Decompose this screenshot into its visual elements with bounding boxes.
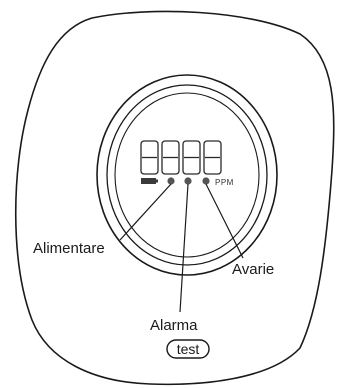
alarm-led: [184, 177, 192, 185]
digit-3: [182, 140, 201, 175]
digit-1: [140, 140, 159, 175]
battery-icon: [141, 178, 158, 184]
digit-4: [203, 140, 222, 175]
power-label: Alimentare: [33, 240, 105, 257]
test-button[interactable]: test: [166, 339, 210, 359]
alarm-leader-line: [179, 183, 189, 313]
housing-outline: [14, 10, 335, 386]
bezel-inner-ring: [114, 92, 260, 258]
bezel-outer-ring: [96, 74, 278, 276]
fault-led: [202, 177, 210, 185]
test-button-label[interactable]: test: [177, 341, 200, 357]
fault-label: Avarie: [232, 261, 274, 278]
fault-leader-line: [205, 183, 244, 259]
digit-2: [161, 140, 180, 175]
digit-display: [140, 140, 222, 175]
ppm-unit-label: PPM: [215, 178, 234, 187]
power-led: [167, 177, 175, 185]
bezel-middle-ring: [106, 84, 268, 266]
alarm-label: Alarma: [150, 317, 198, 334]
power-leader-line: [119, 183, 172, 241]
